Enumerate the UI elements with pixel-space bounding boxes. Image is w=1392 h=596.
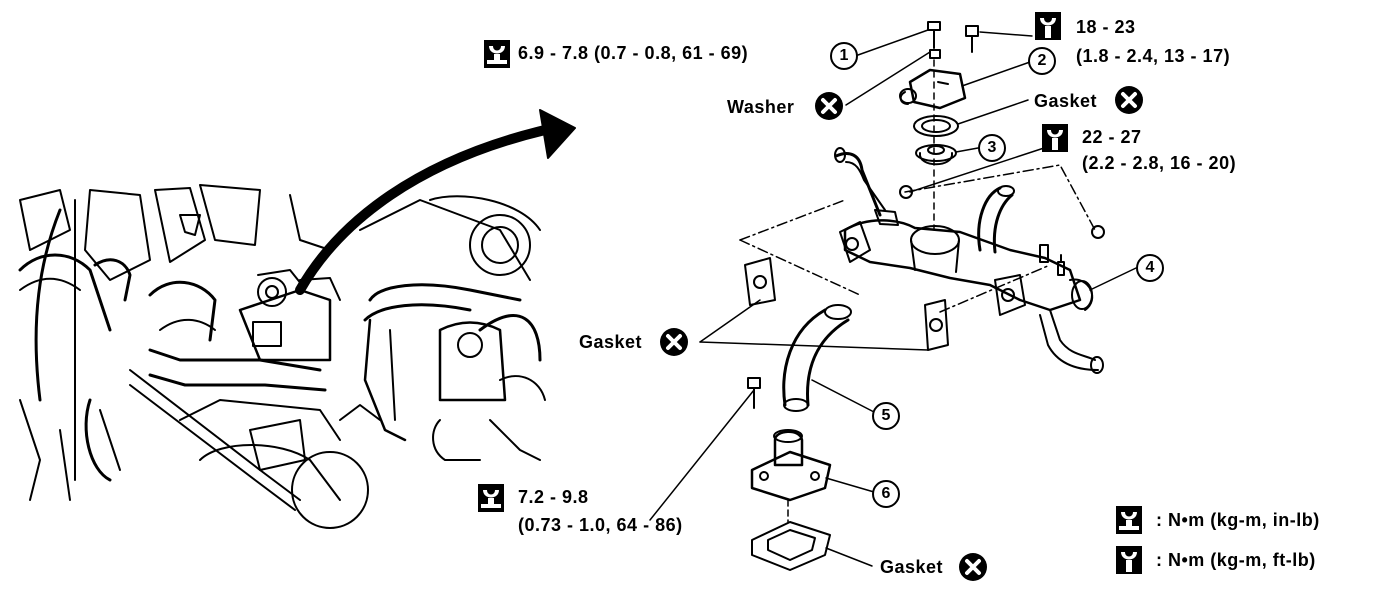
arrow-head xyxy=(539,109,576,159)
callout-4: 4 xyxy=(1136,254,1164,282)
torque-wrench-ft-lb-icon xyxy=(1035,12,1061,40)
torque-wrench-in-lb-icon xyxy=(478,484,504,512)
torque-spec-outlet-line2: (1.8 - 2.4, 13 - 17) xyxy=(1076,46,1231,66)
bolt-part-1-drawing xyxy=(927,21,941,59)
bolt-lower-drawing xyxy=(747,377,761,409)
torque-wrench-ft-lb-icon xyxy=(1042,124,1068,152)
legend-in-lb: : N•m (kg-m, in-lb) xyxy=(1156,510,1320,530)
thermostat-gasket-drawing xyxy=(913,115,959,137)
legend-torque-in-lb-icon xyxy=(1116,506,1142,534)
circle-x-replace-icon xyxy=(959,553,987,581)
torque-spec-manifold-line2: (2.2 - 2.8, 16 - 20) xyxy=(1082,153,1237,173)
circle-x-replace-icon xyxy=(1115,86,1143,114)
torque-spec-manifold-line1: 22 - 27 xyxy=(1082,127,1142,147)
manifold-gasket-left-drawing xyxy=(744,257,776,306)
legend-torque-ft-lb-icon xyxy=(1116,546,1142,574)
callout-2: 2 xyxy=(1028,47,1056,75)
torque-spec-outlet-line1: 18 - 23 xyxy=(1076,17,1136,37)
circle-x-replace-icon xyxy=(660,328,688,356)
callout-3: 3 xyxy=(978,134,1006,162)
bypass-pipe-drawing xyxy=(834,152,882,217)
gasket-label-bottom: Gasket xyxy=(880,557,944,577)
washer-label: Washer xyxy=(727,97,795,117)
pointer-arrow xyxy=(295,125,550,295)
water-outlet-manifold-drawing xyxy=(839,185,1105,374)
water-inlet-gasket-drawing xyxy=(751,521,831,571)
torque-wrench-in-lb-icon xyxy=(484,40,510,68)
thermostat-drawing xyxy=(915,144,957,166)
torque-spec-bolt-1: 6.9 - 7.8 (0.7 - 0.8, 61 - 69) xyxy=(518,43,749,63)
bolt-top-right-drawing xyxy=(965,25,979,53)
water-inlet-drawing xyxy=(750,429,832,502)
legend-ft-lb: : N•m (kg-m, ft-lb) xyxy=(1156,550,1316,570)
circle-x-replace-icon xyxy=(815,92,843,120)
water-pipe-drawing xyxy=(782,304,852,412)
water-outlet-housing-drawing xyxy=(899,68,967,110)
callout-1: 1 xyxy=(830,42,858,70)
engine-bay-photo xyxy=(18,184,546,529)
gasket-label-left: Gasket xyxy=(579,332,643,352)
torque-spec-inlet-line1: 7.2 - 9.8 xyxy=(518,487,589,507)
leader-lines xyxy=(649,29,1137,567)
gasket-label-top: Gasket xyxy=(1034,91,1098,111)
torque-spec-inlet-line2: (0.73 - 1.0, 64 - 86) xyxy=(518,515,683,535)
callout-5: 5 xyxy=(872,402,900,430)
manifold-gasket-right-drawing xyxy=(924,299,949,351)
callout-6: 6 xyxy=(872,480,900,508)
